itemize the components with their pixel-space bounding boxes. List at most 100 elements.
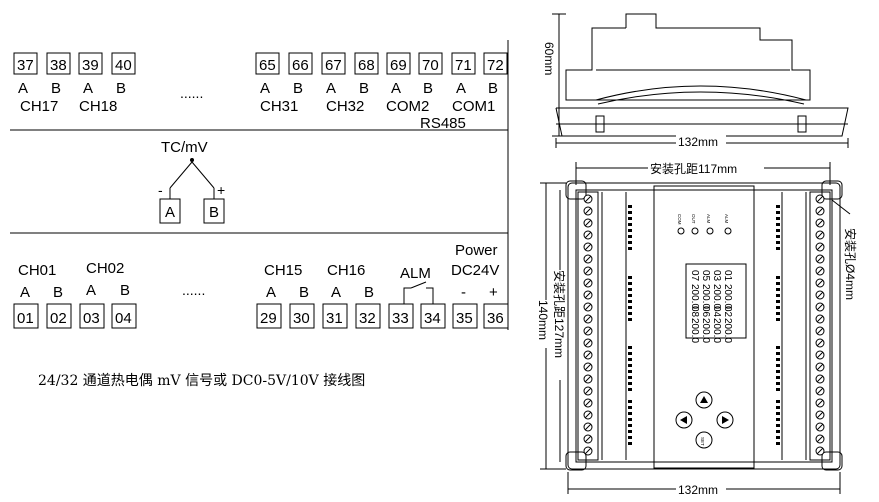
top-terminal-number: 40: [115, 57, 132, 74]
top-terminal-box: [255, 52, 280, 75]
bottom-terminal-number: 01: [17, 310, 34, 327]
keypad: [675, 391, 734, 449]
top-terminal-box: [354, 52, 379, 75]
top-terminal-number: 66: [292, 57, 309, 74]
slot-mark: [776, 412, 780, 415]
slot-mark: [776, 306, 780, 309]
side-width-dim-bg: [676, 134, 726, 148]
slot-mark: [628, 352, 632, 355]
slot-mark: [628, 436, 632, 439]
top-ab-label: B: [359, 80, 369, 97]
led-alm2: [724, 227, 732, 235]
lcd-row-value: 200.0: [722, 318, 733, 343]
bottom-ab-label: B: [120, 282, 130, 299]
slot-mark: [628, 247, 632, 250]
top-terminal-box: [288, 52, 313, 75]
top-terminal-number: 68: [358, 57, 375, 74]
slot-mark: [628, 370, 632, 373]
bottom-ab-label: A: [20, 284, 30, 301]
key-right[interactable]: [716, 411, 734, 429]
slot-mark: [628, 205, 632, 208]
slot-mark: [776, 352, 780, 355]
bottom-terminal-box: [46, 303, 72, 329]
power-plus-label: +: [489, 284, 498, 301]
lcd-row: 05: [700, 270, 711, 282]
top-ab-label: B: [423, 80, 433, 97]
slot-mark: [628, 382, 632, 385]
status-leds: COM OUT ALM ALM: [677, 214, 732, 235]
left-terminal-screws: [583, 194, 593, 456]
slot-mark: [776, 211, 780, 214]
slot-mark: [776, 300, 780, 303]
slot-mark: [628, 282, 632, 285]
top-ch-label-ch31: CH31: [260, 98, 298, 115]
top-terminal-box: [78, 52, 103, 75]
front-view-drawing: [540, 162, 851, 494]
top-terminal-number: 67: [325, 57, 342, 74]
key-left[interactable]: [675, 411, 693, 429]
bottom-terminal-number: 29: [260, 310, 277, 327]
bottom-terminal-box: [452, 303, 478, 329]
bottom-terminal-box: [355, 303, 381, 329]
bottom-ab-label: B: [53, 284, 63, 301]
alm-relay-symbol: [403, 281, 434, 304]
panel-slot-marks: [628, 205, 780, 445]
hole-v-dim-bg: [554, 270, 566, 380]
slot-mark: [628, 241, 632, 244]
top-terminal-box: [13, 52, 38, 75]
top-terminal-number: 69: [390, 57, 407, 74]
slot-mark: [628, 412, 632, 415]
bottom-ch-label-ch15: CH15: [264, 262, 302, 279]
slot-mark: [776, 247, 780, 250]
slot-mark: [628, 364, 632, 367]
slot-mark: [628, 376, 632, 379]
bottom-ch-label-ch16: CH16: [327, 262, 365, 279]
slot-mark: [628, 229, 632, 232]
top-terminal-box: [46, 52, 71, 75]
slot-mark: [776, 223, 780, 226]
bottom-ab-label: A: [331, 284, 341, 301]
lcd-row: 02: [722, 306, 733, 318]
bottom-terminal-number: 36: [487, 310, 504, 327]
side-width-dim: 132mm: [678, 135, 718, 149]
slot-mark: [776, 376, 780, 379]
slot-mark: [776, 400, 780, 403]
tc-terminal-a: [159, 198, 181, 224]
bottom-ab-label: A: [86, 282, 96, 299]
dc24v-label: DC24V: [451, 262, 499, 279]
bottom-terminal-box: [322, 303, 348, 329]
slot-mark: [628, 294, 632, 297]
top-terminal-box: [418, 52, 443, 75]
top-terminal-number: 70: [422, 57, 439, 74]
lcd-row-value: 200.0: [689, 318, 700, 343]
lcd-row-value: 200.0: [711, 284, 722, 309]
bottom-terminal-number: 35: [456, 310, 473, 327]
slot-mark: [628, 217, 632, 220]
top-ab-label: A: [260, 80, 270, 97]
bottom-terminal-number: 04: [115, 310, 132, 327]
top-ch-label-com2: COM2: [386, 98, 429, 115]
slot-mark: [776, 235, 780, 238]
hole-spacing-v-dim: 安装孔距127mm: [552, 270, 567, 358]
key-set[interactable]: [695, 431, 713, 449]
slot-mark: [628, 288, 632, 291]
top-terminal-number: 71: [455, 57, 472, 74]
slot-mark: [776, 294, 780, 297]
top-ch-label-com1: COM1: [452, 98, 495, 115]
top-ab-label: B: [116, 80, 126, 97]
lcd-row-value: 200.0: [700, 284, 711, 309]
slot-mark: [776, 430, 780, 433]
bottom-terminal-number: 30: [293, 310, 310, 327]
led-com: [677, 227, 685, 235]
bottom-ellipsis: ......: [182, 282, 205, 298]
slot-mark: [628, 346, 632, 349]
bottom-terminal-box: [79, 303, 105, 329]
key-up[interactable]: [695, 391, 713, 409]
lcd-row: 03: [711, 270, 722, 282]
bottom-terminal-box: [420, 303, 446, 329]
lcd-row: 07: [689, 270, 700, 282]
slot-mark: [628, 312, 632, 315]
top-ab-label: A: [456, 80, 466, 97]
